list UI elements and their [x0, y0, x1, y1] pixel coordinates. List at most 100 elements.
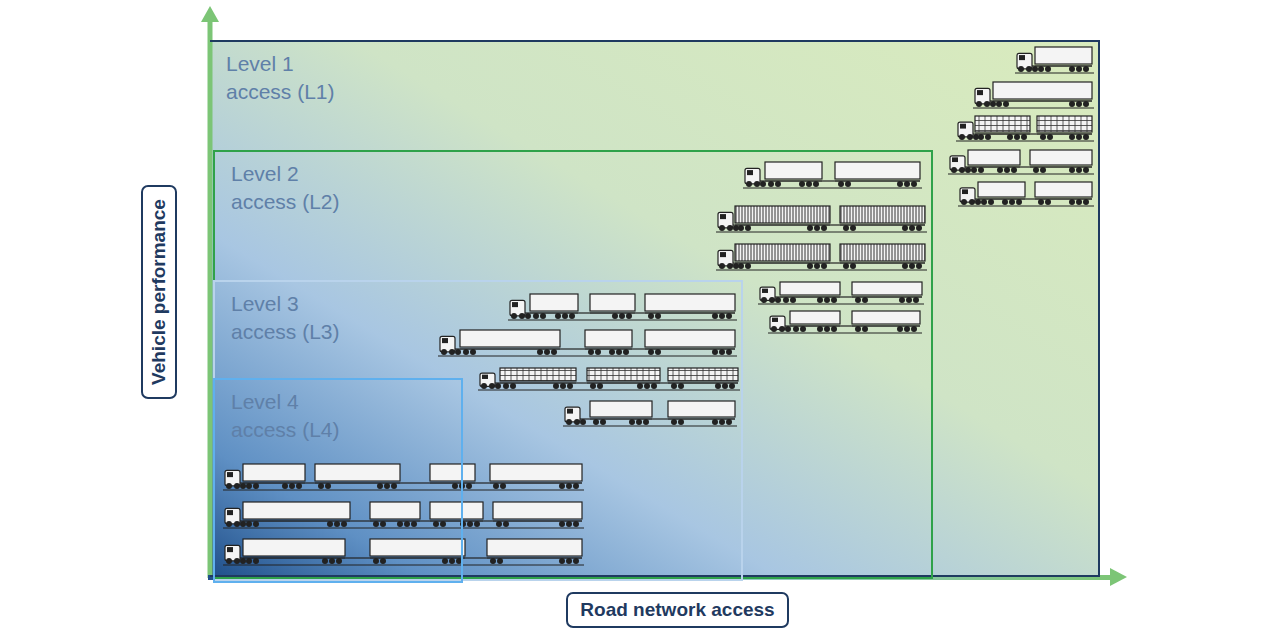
cab-window: [747, 170, 753, 175]
wheel: [648, 349, 654, 355]
wheel: [253, 521, 259, 527]
wheel: [985, 134, 991, 140]
axis-label-box: Vehicle performance: [141, 185, 177, 399]
trailer-body: [487, 539, 582, 556]
wheel: [959, 167, 965, 173]
wheel: [1038, 199, 1044, 205]
trailer-body: [840, 206, 925, 223]
wheel: [609, 349, 615, 355]
wheel: [771, 326, 777, 332]
coupling: [525, 312, 530, 313]
coupling: [465, 557, 487, 558]
road-line: [743, 188, 922, 189]
trailer-body: [493, 502, 582, 519]
wheel: [593, 419, 599, 425]
coupling: [578, 312, 590, 313]
wheel: [729, 383, 735, 389]
wheel: [1083, 167, 1089, 173]
wheel: [769, 297, 775, 303]
wheel: [1076, 101, 1082, 107]
coupling: [822, 180, 835, 181]
coupling: [400, 482, 430, 483]
wheel: [449, 349, 455, 355]
wheel: [566, 521, 572, 527]
cab-window: [227, 510, 233, 515]
cab-window: [960, 124, 966, 129]
wheel: [597, 383, 603, 389]
wheel: [503, 383, 509, 389]
wheel: [246, 483, 252, 489]
wheel: [807, 225, 813, 231]
wheel: [495, 383, 501, 389]
wheel: [1083, 199, 1089, 205]
wheel: [671, 419, 677, 425]
wheel: [590, 383, 596, 389]
cab-window: [442, 338, 448, 343]
wheel: [573, 483, 579, 489]
wheel: [1038, 66, 1044, 72]
wheel: [322, 558, 328, 564]
wheel: [629, 419, 635, 425]
cab-window: [1019, 55, 1025, 60]
coupling: [990, 100, 993, 101]
wheel: [240, 483, 246, 489]
wheel: [1083, 101, 1089, 107]
wheel: [493, 483, 499, 489]
cab-window: [227, 472, 233, 477]
region-label: Level 4 access (L4): [231, 388, 363, 443]
wheel: [234, 558, 240, 564]
wheel: [442, 558, 448, 564]
wheel: [793, 326, 799, 332]
wheel: [760, 181, 766, 187]
wheel: [727, 263, 733, 269]
trailer-body: [590, 294, 635, 311]
wheel: [678, 383, 684, 389]
coupling: [455, 348, 460, 349]
cab-window: [977, 90, 983, 95]
wheel: [1040, 134, 1046, 140]
wheel: [855, 326, 861, 332]
trailer-chassis: [968, 166, 1020, 168]
wheel: [899, 297, 905, 303]
wheel: [831, 297, 837, 303]
wheel: [566, 419, 572, 425]
trailer-body: [1037, 116, 1092, 132]
wheel: [503, 521, 509, 527]
trailer-body: [370, 539, 465, 556]
wheel: [971, 167, 977, 173]
wheel: [821, 263, 827, 269]
trailer-body: [780, 282, 840, 295]
wheel: [619, 313, 625, 319]
road-line: [758, 304, 924, 305]
trailer-chassis: [243, 482, 305, 484]
vertical-axis: [208, 20, 213, 578]
wheel: [988, 199, 994, 205]
trailer-chassis: [460, 348, 560, 350]
cab-window: [512, 302, 518, 307]
wheel: [567, 383, 573, 389]
wheel: [1011, 167, 1017, 173]
wheel: [559, 558, 565, 564]
wheel: [433, 521, 439, 527]
trailer-body: [460, 330, 560, 347]
coupling: [483, 520, 493, 521]
wheel: [643, 419, 649, 425]
wheel: [722, 383, 728, 389]
wheel: [726, 349, 732, 355]
coupling: [830, 262, 840, 263]
wheel: [1047, 134, 1053, 140]
wheel: [240, 558, 246, 564]
wheel: [334, 521, 340, 527]
trailer-body: [490, 464, 582, 481]
wheel: [800, 326, 806, 332]
coupling: [635, 312, 645, 313]
trailer-body: [243, 464, 305, 481]
region-label: Level 1 access (L1): [226, 50, 358, 105]
access-region: Level 2 access (L2)Level 3 access (L3)Le…: [213, 150, 933, 579]
wheel: [234, 521, 240, 527]
trailer-body: [735, 206, 830, 223]
road-line: [563, 426, 737, 427]
wheel: [511, 313, 517, 319]
wheel: [1069, 199, 1075, 205]
road-line: [1015, 73, 1094, 74]
